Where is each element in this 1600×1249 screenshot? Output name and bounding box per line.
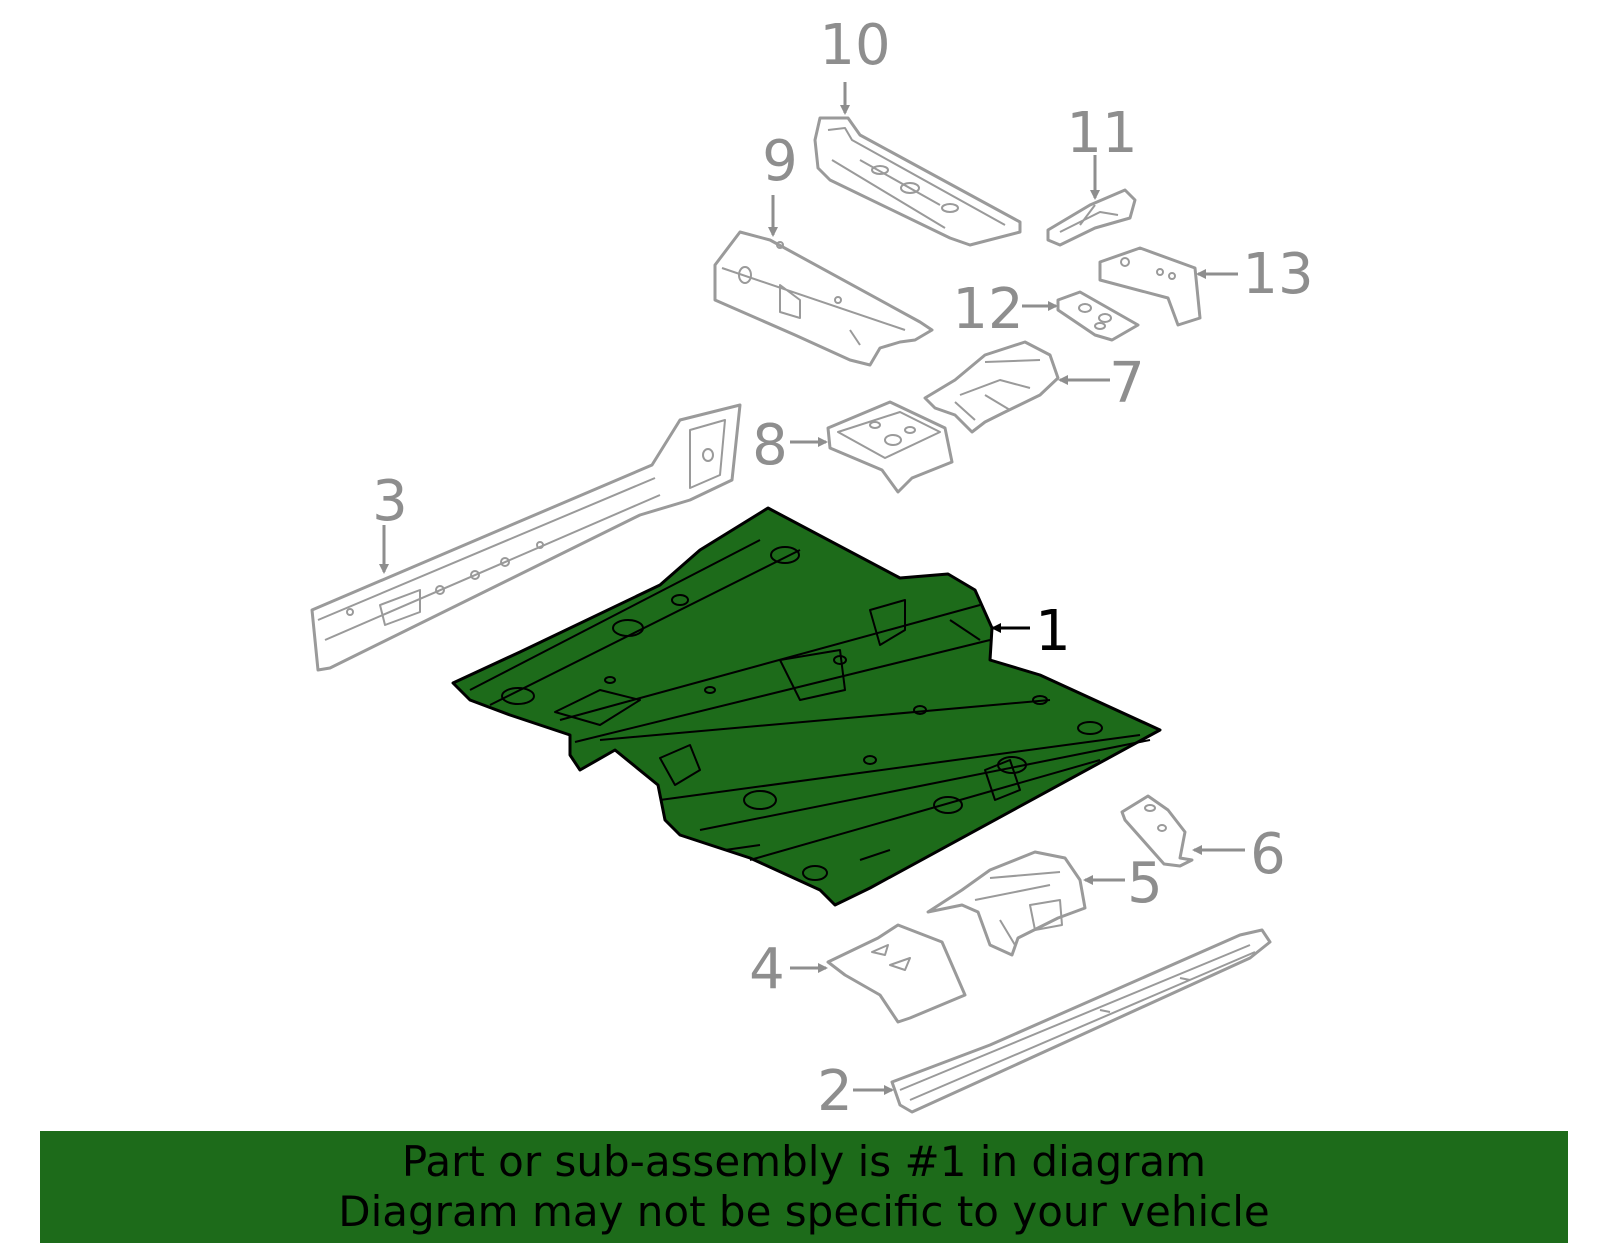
callout-7[interactable]: 7 [1109, 351, 1145, 416]
part-8-bracket[interactable] [826, 400, 954, 494]
banner-line-1: Part or sub-assembly is #1 in diagram [401, 1137, 1207, 1186]
callout-10[interactable]: 10 [819, 13, 890, 78]
callout-9[interactable]: 9 [762, 129, 798, 194]
banner-line-2: Diagram may not be specific to your vehi… [338, 1187, 1270, 1236]
callout-13[interactable]: 13 [1242, 242, 1313, 307]
info-banner: Part or sub-assembly is #1 in diagram Di… [40, 1131, 1568, 1243]
part-13-bracket[interactable] [1098, 246, 1202, 327]
callout-2[interactable]: 2 [817, 1059, 853, 1124]
part-3-side-sill[interactable] [310, 403, 742, 672]
callout-11[interactable]: 11 [1066, 101, 1137, 166]
callout-6[interactable]: 6 [1250, 822, 1286, 887]
callout-3[interactable]: 3 [372, 469, 408, 534]
part-9-panel[interactable] [713, 230, 934, 367]
callout-4[interactable]: 4 [749, 937, 785, 1002]
callout-8[interactable]: 8 [752, 413, 788, 478]
callout-5[interactable]: 5 [1127, 851, 1163, 916]
part-1-floor-pan[interactable] [451, 506, 1162, 907]
part-5-reinforcement[interactable] [926, 850, 1087, 957]
part-7-reinforcement[interactable] [923, 340, 1060, 434]
callout-1[interactable]: 1 [1035, 599, 1071, 664]
part-11-bracket[interactable] [1046, 188, 1137, 247]
part-10-crossmember[interactable] [813, 116, 1022, 247]
part-6-bracket[interactable] [1120, 794, 1194, 868]
callout-12[interactable]: 12 [952, 277, 1023, 342]
part-2-rail[interactable] [890, 928, 1272, 1114]
part-4-plate[interactable] [826, 923, 967, 1024]
floor-pan-shape [451, 506, 1162, 907]
part-12-plate[interactable] [1056, 290, 1140, 342]
